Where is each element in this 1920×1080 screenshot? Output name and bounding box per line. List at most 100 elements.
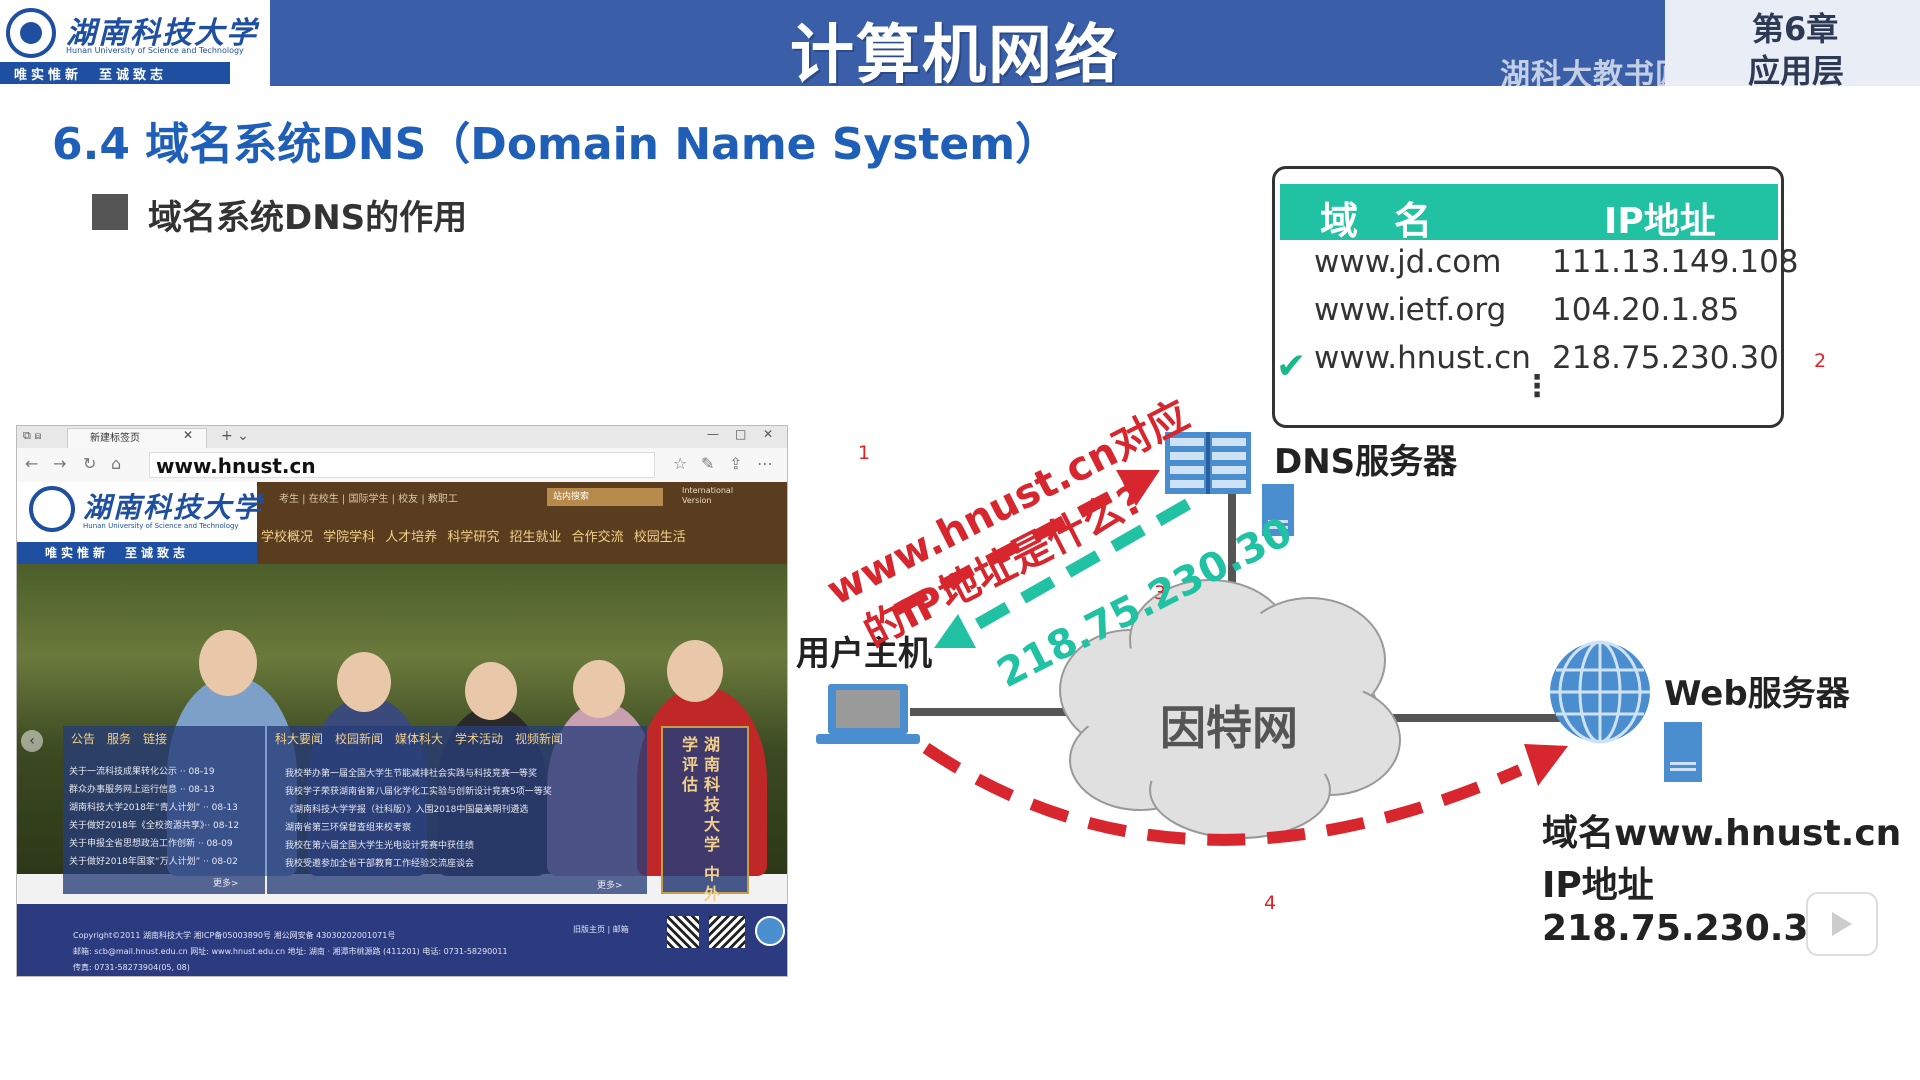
refresh-icon[interactable]: ↻ — [83, 454, 97, 473]
chapter-name: 应用层 — [1748, 52, 1845, 90]
news-item[interactable]: 关于做好2018年国家“万人计划” ·· 08-02 — [69, 857, 238, 867]
student-head — [465, 662, 517, 720]
query-arrow — [893, 470, 1160, 616]
column-header-domain: 域名 — [1320, 199, 1469, 243]
table-cell-domain: www.jd.com — [1314, 244, 1502, 280]
site-top-links[interactable]: 考生 | 在校生 | 国际学生 | 校友 | 教职工 — [279, 494, 458, 505]
qr-code-icon — [709, 916, 745, 948]
watermark: 湖科大教书匠 — [1500, 58, 1686, 93]
course-title: 计算机网络 — [790, 19, 1120, 93]
play-icon[interactable] — [1806, 892, 1878, 956]
more-link[interactable]: 更多> — [597, 881, 623, 891]
check-icon: ✔ — [1276, 346, 1307, 387]
school-name-en: Hunan University of Science and Technolo… — [66, 46, 244, 55]
more-icon[interactable]: ⋯ — [757, 454, 773, 473]
site-name-en: Hunan University of Science and Technolo… — [83, 522, 239, 530]
news-item[interactable]: 湖南科技大学2018年“青人计划” ·· 08-13 — [69, 803, 238, 813]
news-item[interactable]: 我校在第六届全国大学生光电设计竞赛中获佳绩 — [285, 841, 475, 851]
dns-database-icon — [1165, 432, 1251, 494]
reply-arrow — [934, 498, 1191, 648]
news-item[interactable]: 我校受邀参加全省干部教育工作经验交流座谈会 — [285, 859, 475, 869]
news-item[interactable]: 群众办事服务网上运行信息 ·· 08-13 — [69, 785, 215, 795]
share-icon[interactable]: ⇪ — [729, 454, 743, 473]
favorite-icon[interactable]: ☆ — [673, 454, 688, 473]
news-item[interactable]: 我校学子荣获湖南省第八届化学化工实验与创新设计竞赛5项一等奖 — [285, 787, 552, 797]
dns-server-icon — [1262, 484, 1294, 536]
minimize-icon[interactable]: — — [707, 427, 719, 441]
table-cell-domain: www.hnust.cn — [1314, 340, 1531, 376]
new-tab-button[interactable]: + ⌄ — [221, 428, 249, 444]
site-intl-link[interactable]: International Version — [682, 486, 734, 505]
internet-label: 因特网 — [1160, 701, 1298, 755]
more-link[interactable]: 更多> — [213, 879, 239, 889]
footer-contact: 邮箱: scb@mail.hnust.edu.cn 网址: www.hnust.… — [73, 947, 508, 956]
back-icon[interactable]: ← — [25, 454, 39, 473]
news-item[interactable]: 《湖南科技大学学报（社科版）》入围2018中国最美期刊遴选 — [285, 805, 529, 815]
qr-code-icon — [667, 916, 699, 948]
motto-bar — [0, 62, 230, 84]
http-arrow — [922, 743, 1568, 846]
tabs-icon[interactable]: ⧉ ⧈ — [23, 429, 42, 442]
chapter-box — [1665, 0, 1920, 86]
globe-icon — [1550, 640, 1650, 744]
slide-banner — [0, 0, 1920, 86]
news-item[interactable]: 我校举办第一届全国大学生节能减排社会实践与科技竞赛一等奖 — [285, 769, 538, 779]
site-motto-bar — [17, 542, 257, 564]
notice-tabs[interactable]: 公告 服务 链接 — [71, 732, 168, 746]
student-head — [667, 640, 723, 702]
bullet-text: 域名系统DNS的作用 — [148, 198, 468, 238]
site-logo-icon[interactable] — [29, 486, 75, 532]
step-number: 4 — [1264, 892, 1277, 914]
dns-table-header — [1280, 184, 1778, 240]
step-number: 2 — [1814, 350, 1827, 372]
news-item[interactable]: 湖南省第三环保督查组来校考察 — [285, 823, 412, 833]
student-head — [337, 652, 391, 712]
forward-icon[interactable]: → — [53, 454, 67, 473]
school-motto: 唯实惟新 至诚致志 — [14, 68, 168, 83]
table-cell-ip: 104.20.1.85 — [1552, 292, 1740, 328]
student-head — [199, 630, 257, 696]
table-cell-ip: 111.13.149.108 — [1552, 244, 1799, 280]
web-domain-label: 域名www.hnust.cn — [1542, 813, 1902, 854]
web-server-label: Web服务器 — [1664, 674, 1850, 714]
column-header-ip: IP地址 — [1604, 201, 1716, 242]
site-nav-menu[interactable]: 学校概况 学院学科 人才培养 科学研究 招生就业 合作交流 校园生活 — [261, 530, 686, 545]
site-search-input[interactable]: 站内搜索 — [547, 488, 663, 506]
browser-tab[interactable]: 新建标签页 — [67, 428, 207, 448]
web-server-icon — [1664, 722, 1702, 782]
footer-fax: 传真: 0731-58273904(05, 08) — [73, 963, 190, 972]
window-close-icon[interactable]: ✕ — [763, 427, 774, 441]
footer-links[interactable]: 旧版主页 | 邮箱 — [573, 925, 629, 934]
chapter-number: 第6章 — [1752, 10, 1839, 48]
site-footer — [17, 904, 787, 976]
section-title: 6.4 域名系统DNS（Domain Name System） — [52, 119, 1060, 170]
bullet-square-icon — [92, 194, 128, 230]
news-tabs[interactable]: 科大要闻 校园新闻 媒体科大 学术活动 视频新闻 — [275, 732, 564, 746]
news-item[interactable]: 关于做好2018年《全校资源共享》·· 08-12 — [69, 821, 240, 831]
student-head — [573, 660, 625, 718]
news-item[interactable]: 关于一流科技成果转化公示 ·· 08-19 — [69, 767, 215, 777]
school-name: 湖南科技大学 — [66, 16, 258, 51]
site-motto: 唯实惟新 至诚致志 — [45, 546, 190, 560]
notes-icon[interactable]: ✎ — [701, 454, 715, 473]
step-number: 1 — [858, 442, 871, 464]
tab-close-icon[interactable]: ✕ — [183, 428, 194, 442]
news-item[interactable]: 关于申报全省思想政治工作创新 ·· 08-09 — [69, 839, 233, 849]
footer-copyright: Copyright©2011 湖南科技大学 湘ICP备05003890号 湘公网… — [73, 931, 396, 940]
table-cell-ip: 218.75.230.30 — [1552, 340, 1779, 376]
user-host-label: 用户主机 — [796, 634, 932, 674]
site-name[interactable]: 湖南科技大学 — [83, 491, 264, 524]
maximize-icon[interactable]: □ — [735, 427, 747, 441]
badge-icon[interactable] — [755, 916, 785, 946]
notice-panel — [63, 726, 265, 894]
laptop-icon — [816, 684, 920, 744]
news-panel — [267, 726, 647, 894]
promo-banner[interactable] — [661, 726, 749, 894]
step-number: 3 — [1154, 582, 1167, 604]
carousel-prev-icon[interactable]: ‹ — [21, 730, 43, 752]
address-bar[interactable]: www.hnust.cn — [149, 452, 655, 478]
table-cell-domain: www.ietf.org — [1314, 292, 1507, 328]
home-icon[interactable]: ⌂ — [111, 454, 122, 473]
browser-window: ⧉ ⧈ 新建标签页 ✕ + ⌄ — □ ✕ ← → ↻ ⌂ www.hnust.… — [16, 425, 788, 977]
